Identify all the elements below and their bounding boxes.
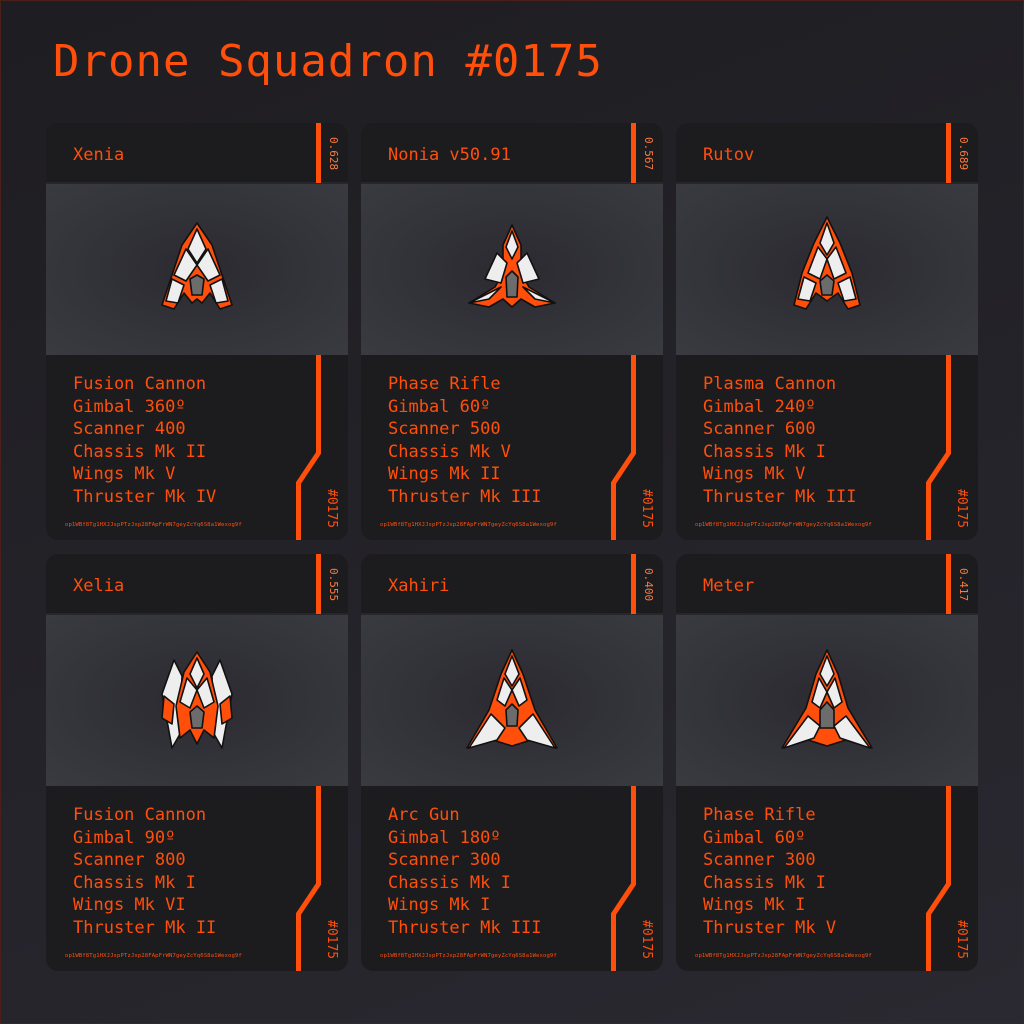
drone-card[interactable]: Nonia v50.91 0.567 Phase Rifle Gimbal 60… <box>361 123 663 540</box>
ship-meter-icon <box>781 649 873 749</box>
gimbal-stat: Gimbal 240º <box>703 396 816 417</box>
ship-art-panel <box>361 614 663 786</box>
token-hash: op1WBf8Tg1HXJJspPTzJxp28FApFrWN7geyZcYq6… <box>65 953 242 959</box>
ship-xelia-icon <box>161 651 233 749</box>
rarity-score: 0.567 <box>642 137 655 171</box>
drone-name: Xahiri <box>388 576 450 596</box>
scanner-stat: Scanner 800 <box>73 850 186 870</box>
rarity-score: 0.400 <box>642 568 655 602</box>
wings-stat: Wings Mk I <box>388 895 491 915</box>
drone-stats: Arc Gun Gimbal 180º Scanner 300 Chassis … <box>388 804 542 939</box>
scanner-stat: Scanner 500 <box>388 419 501 439</box>
squadron-id: #0175 <box>639 489 654 529</box>
drone-card[interactable]: Rutov 0.689 Plasma Cannon Gimbal 240º Sc… <box>676 123 978 540</box>
weapon-stat: Fusion Cannon <box>73 374 207 394</box>
drone-stats: Phase Rifle Gimbal 60º Scanner 300 Chass… <box>703 804 836 939</box>
weapon-stat: Phase Rifle <box>703 805 816 825</box>
chassis-stat: Chassis Mk I <box>703 441 826 462</box>
drone-stats: Phase Rifle Gimbal 60º Scanner 500 Chass… <box>388 373 542 508</box>
drone-stats: Fusion Cannon Gimbal 360º Scanner 400 Ch… <box>73 373 216 508</box>
squadron-id: #0175 <box>954 920 969 960</box>
drone-card[interactable]: Xahiri 0.400 Arc Gun Gimbal 180º Scanner… <box>361 554 663 971</box>
drone-card[interactable]: Xelia 0.555 Fusion Cannon Gimbal 90º Sca… <box>46 554 348 971</box>
drone-name: Meter <box>703 576 755 596</box>
ship-art-panel <box>676 183 978 355</box>
chassis-stat: Chassis Mk I <box>73 872 196 893</box>
thruster-stat: Thruster Mk III <box>388 917 542 938</box>
drone-card[interactable]: Meter 0.417 Phase Rifle Gimbal 60º Scann… <box>676 554 978 971</box>
gimbal-stat: Gimbal 60º <box>388 396 491 417</box>
scanner-stat: Scanner 400 <box>73 419 186 439</box>
wings-stat: Wings Mk V <box>73 464 176 484</box>
token-hash: op1WBf8Tg1HXJJspPTzJxp28FApFrWN7geyZcYq6… <box>380 953 557 959</box>
gimbal-stat: Gimbal 60º <box>703 827 806 848</box>
drone-stats: Plasma Cannon Gimbal 240º Scanner 600 Ch… <box>703 373 857 508</box>
ship-art-panel <box>46 614 348 786</box>
drone-card[interactable]: Xenia 0.628 Fusion Cannon Gimbal 360º Sc… <box>46 123 348 540</box>
squadron-id: #0175 <box>954 489 969 529</box>
squadron-id: #0175 <box>639 920 654 960</box>
thruster-stat: Thruster Mk IV <box>73 486 217 507</box>
token-hash: op1WBf8Tg1HXJJspPTzJxp28FApFrWN7geyZcYq6… <box>695 522 872 528</box>
drone-name: Xenia <box>73 145 125 165</box>
ship-rutov-icon <box>793 216 861 310</box>
thruster-stat: Thruster Mk II <box>73 917 217 938</box>
chassis-stat: Chassis Mk I <box>703 872 826 893</box>
ship-xenia-icon <box>161 222 233 310</box>
wings-stat: Wings Mk I <box>703 895 806 915</box>
squadron-id: #0175 <box>324 920 339 960</box>
token-hash: op1WBf8Tg1HXJJspPTzJxp28FApFrWN7geyZcYq6… <box>65 522 242 528</box>
page-title: Drone Squadron #0175 <box>53 36 603 87</box>
token-hash: op1WBf8Tg1HXJJspPTzJxp28FApFrWN7geyZcYq6… <box>695 953 872 959</box>
ship-art-panel <box>46 183 348 355</box>
gimbal-stat: Gimbal 180º <box>388 827 501 848</box>
rarity-score: 0.628 <box>327 137 340 171</box>
scanner-stat: Scanner 300 <box>703 850 816 870</box>
weapon-stat: Arc Gun <box>388 805 460 825</box>
chassis-stat: Chassis Mk I <box>388 872 511 893</box>
gimbal-stat: Gimbal 360º <box>73 396 186 417</box>
wings-stat: Wings Mk VI <box>73 895 186 915</box>
rarity-score: 0.417 <box>957 568 970 602</box>
scanner-stat: Scanner 600 <box>703 419 816 439</box>
weapon-stat: Plasma Cannon <box>703 374 837 394</box>
rarity-score: 0.689 <box>957 137 970 171</box>
wings-stat: Wings Mk V <box>703 464 806 484</box>
chassis-stat: Chassis Mk V <box>388 441 511 462</box>
wings-stat: Wings Mk II <box>388 464 501 484</box>
chassis-stat: Chassis Mk II <box>73 441 207 462</box>
scanner-stat: Scanner 300 <box>388 850 501 870</box>
drone-name: Nonia v50.91 <box>388 145 511 165</box>
drone-stats: Fusion Cannon Gimbal 90º Scanner 800 Cha… <box>73 804 216 939</box>
squadron-id: #0175 <box>324 489 339 529</box>
rarity-score: 0.555 <box>327 568 340 602</box>
drone-name: Xelia <box>73 576 125 596</box>
ship-art-panel <box>361 183 663 355</box>
weapon-stat: Fusion Cannon <box>73 805 207 825</box>
thruster-stat: Thruster Mk III <box>388 486 542 507</box>
weapon-stat: Phase Rifle <box>388 374 501 394</box>
ship-nonia-icon <box>468 224 556 308</box>
drone-name: Rutov <box>703 145 755 165</box>
token-hash: op1WBf8Tg1HXJJspPTzJxp28FApFrWN7geyZcYq6… <box>380 522 557 528</box>
thruster-stat: Thruster Mk V <box>703 917 837 938</box>
thruster-stat: Thruster Mk III <box>703 486 857 507</box>
gimbal-stat: Gimbal 90º <box>73 827 176 848</box>
ship-art-panel <box>676 614 978 786</box>
ship-xahiri-icon <box>466 649 558 749</box>
